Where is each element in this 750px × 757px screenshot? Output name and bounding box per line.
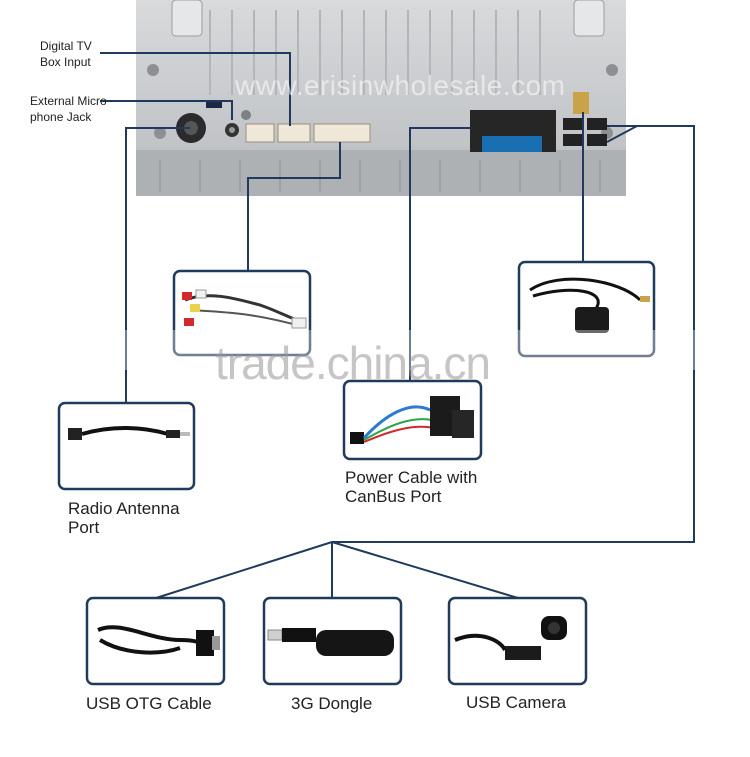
screw-icon xyxy=(154,127,166,139)
label-radio-antenna: Radio Antenna Port xyxy=(68,499,180,537)
label-microphone: External Micro phone Jack xyxy=(30,94,107,124)
screw-icon xyxy=(241,110,251,120)
label-usb-camera: USB Camera xyxy=(466,693,567,712)
3g-dongle-icon xyxy=(267,628,394,656)
digital-tv-port-icon xyxy=(245,123,275,143)
label-3g-dongle: 3G Dongle xyxy=(291,694,373,713)
label-usb-otg: USB OTG Cable xyxy=(86,694,212,713)
radio-antenna-frame xyxy=(57,401,196,491)
power-canbus-icon xyxy=(350,396,474,444)
usb-port-icon xyxy=(563,118,583,130)
label-power-cable: Power Cable with CanBus Port xyxy=(345,468,478,506)
usb-otg-cable-icon xyxy=(97,625,220,656)
radio-antenna-adapter-icon xyxy=(68,426,190,440)
av-harness-icon xyxy=(182,289,307,329)
watermark-band xyxy=(0,330,750,370)
gps-port-icon xyxy=(573,92,589,114)
label-digital-tv: Digital TV Box Input xyxy=(40,39,92,69)
av-cable-frame xyxy=(172,269,312,357)
head-unit-back-panel xyxy=(136,0,626,196)
screw-icon xyxy=(606,64,618,76)
connector-lines xyxy=(100,52,695,599)
av-port-icon xyxy=(313,123,371,143)
watermark-top: www.erisinwholesale.com xyxy=(235,70,566,101)
gps-antenna-icon xyxy=(529,277,650,333)
usb-camera-frame xyxy=(447,596,588,686)
watermark-middle: trade.china.cn xyxy=(215,337,491,389)
screw-icon xyxy=(147,64,159,76)
usb-camera-icon xyxy=(454,616,567,660)
usb-otg-frame xyxy=(85,596,226,686)
